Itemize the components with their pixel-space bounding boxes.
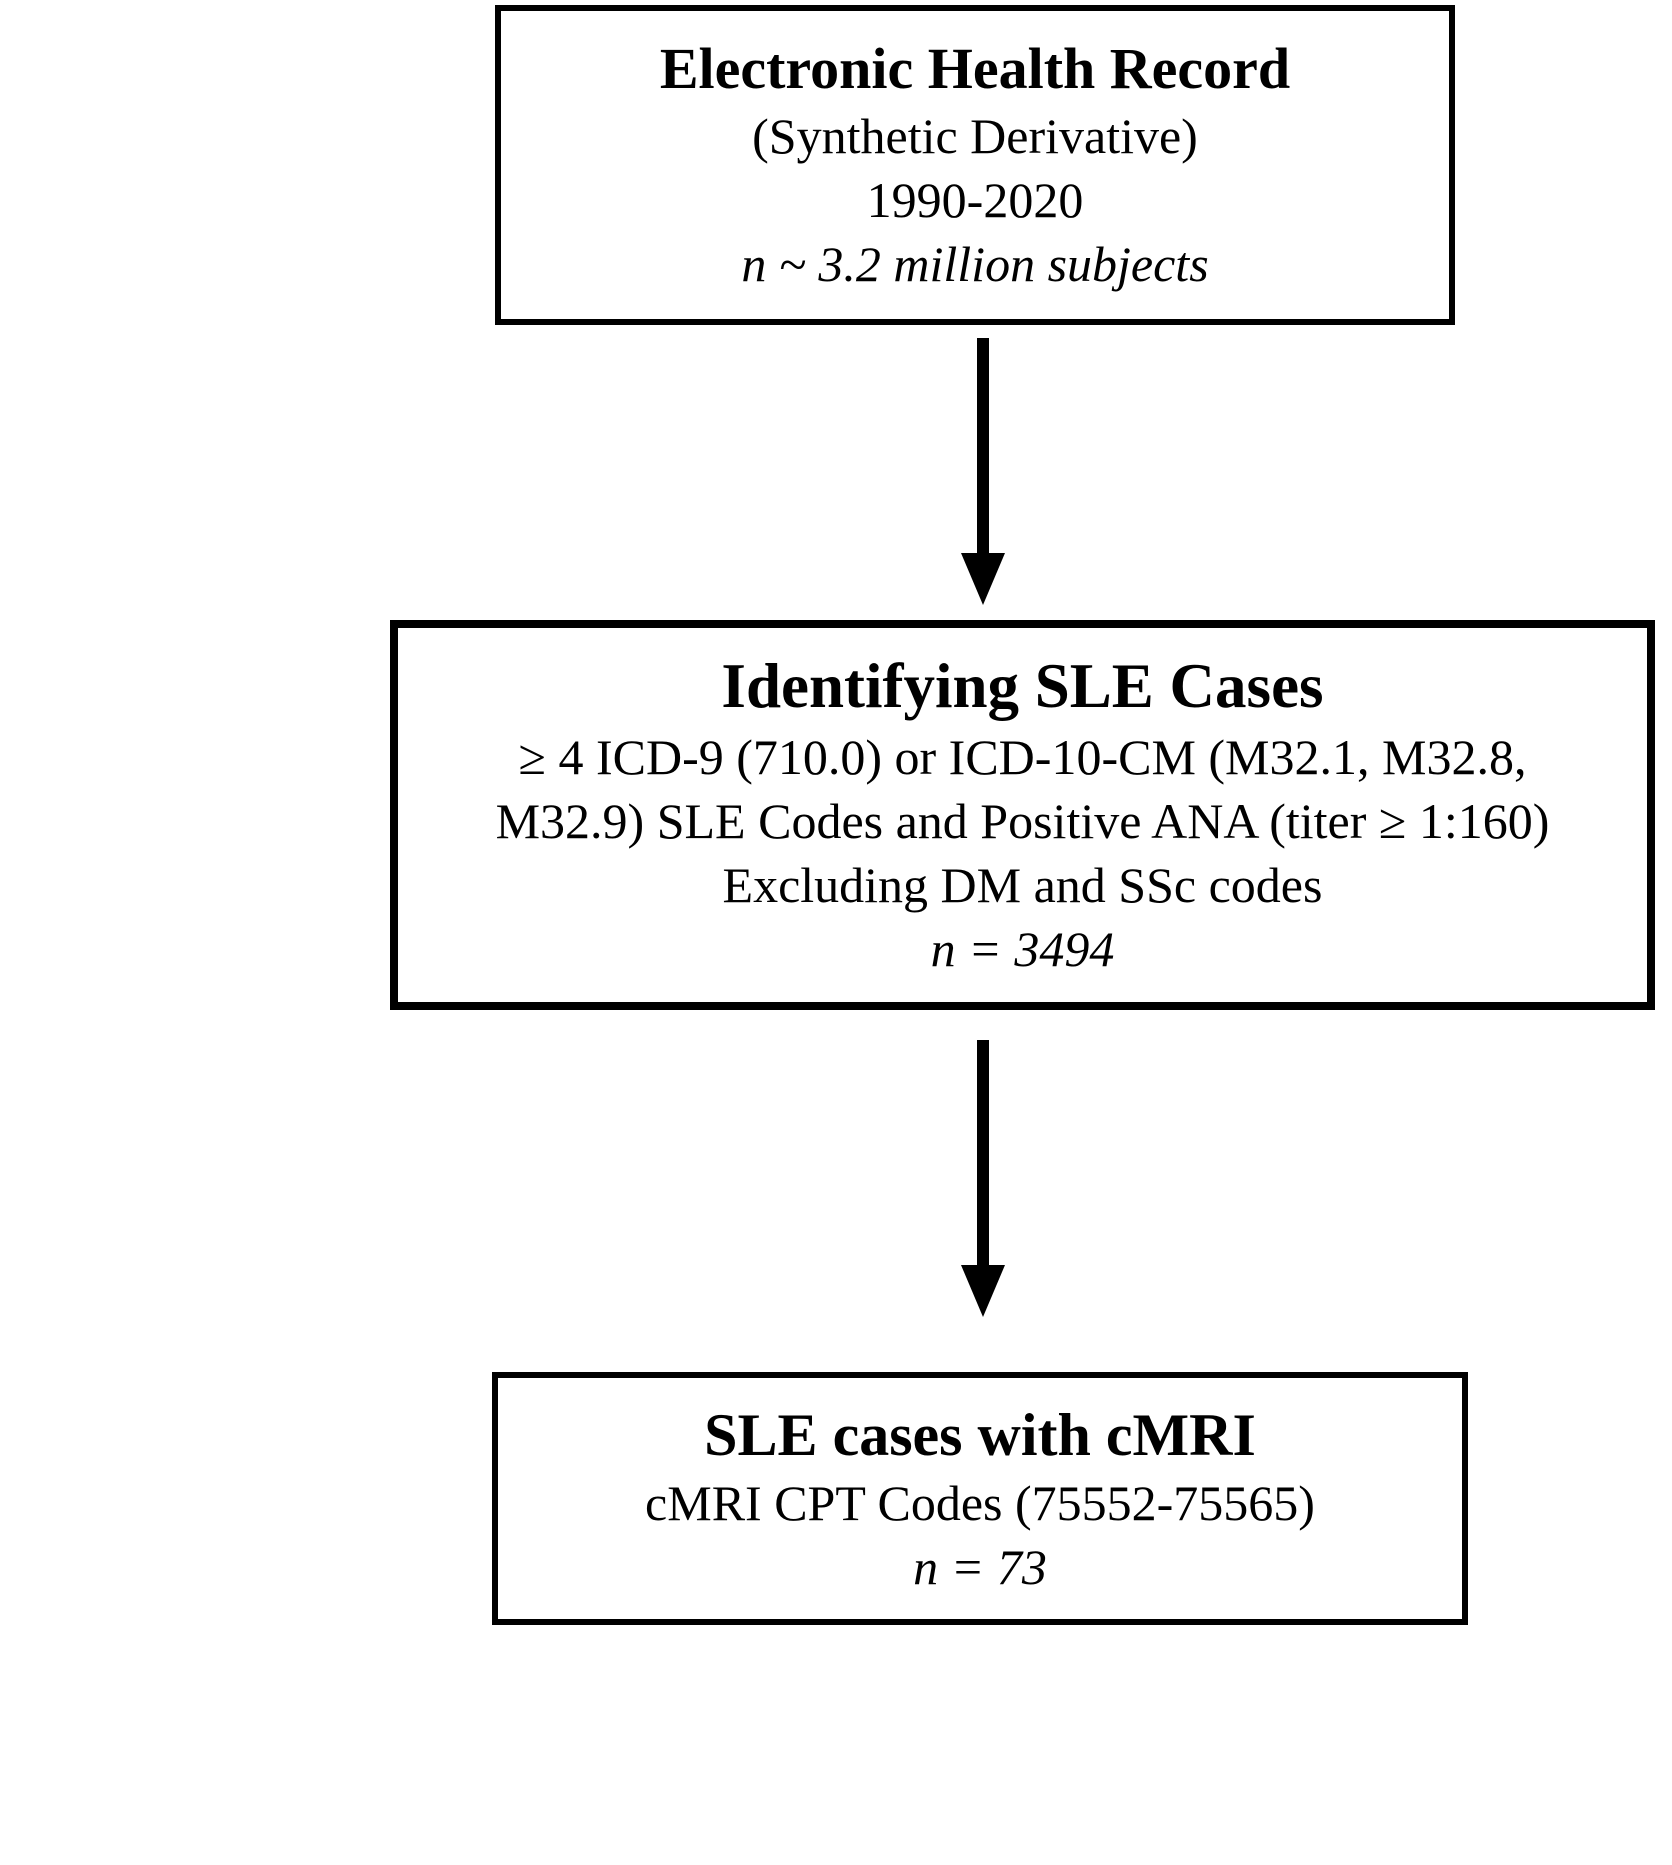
box-line-synthetic-derivative: (Synthetic Derivative) — [752, 107, 1198, 164]
box-line-year-range: 1990-2020 — [866, 171, 1084, 228]
box-line-cpt-codes: cMRI CPT Codes (75552-75565) — [645, 1474, 1315, 1531]
box-title-identifying-sle-cases: Identifying SLE Cases — [721, 651, 1324, 722]
box-n-count-ehr: n ~ 3.2 million subjects — [741, 235, 1209, 292]
arrow-head-icon — [961, 553, 1005, 605]
flow-box-identifying-sle-cases: Identifying SLE Cases ≥ 4 ICD-9 (710.0) … — [390, 620, 1655, 1010]
box-line-icd-codes-2: M32.9) SLE Codes and Positive ANA (titer… — [495, 792, 1550, 849]
box-n-count-cmri: n = 73 — [913, 1538, 1047, 1595]
flow-box-electronic-health-record: Electronic Health Record (Synthetic Deri… — [495, 5, 1455, 325]
arrow-shaft — [977, 338, 989, 553]
box-title-ehr: Electronic Health Record — [659, 36, 1291, 102]
box-title-sle-cases-with-cmri: SLE cases with cMRI — [704, 1401, 1256, 1468]
down-arrow-sle-to-cmri — [961, 1040, 1005, 1317]
down-arrow-ehr-to-sle — [961, 338, 1005, 605]
arrow-shaft — [977, 1040, 989, 1265]
box-line-exclusions: Excluding DM and SSc codes — [722, 856, 1323, 913]
arrow-head-icon — [961, 1265, 1005, 1317]
box-line-icd-codes-1: ≥ 4 ICD-9 (710.0) or ICD-10-CM (M32.1, M… — [518, 728, 1527, 785]
flow-box-sle-cases-with-cmri: SLE cases with cMRI cMRI CPT Codes (7555… — [492, 1372, 1468, 1625]
box-n-count-sle: n = 3494 — [930, 920, 1115, 977]
